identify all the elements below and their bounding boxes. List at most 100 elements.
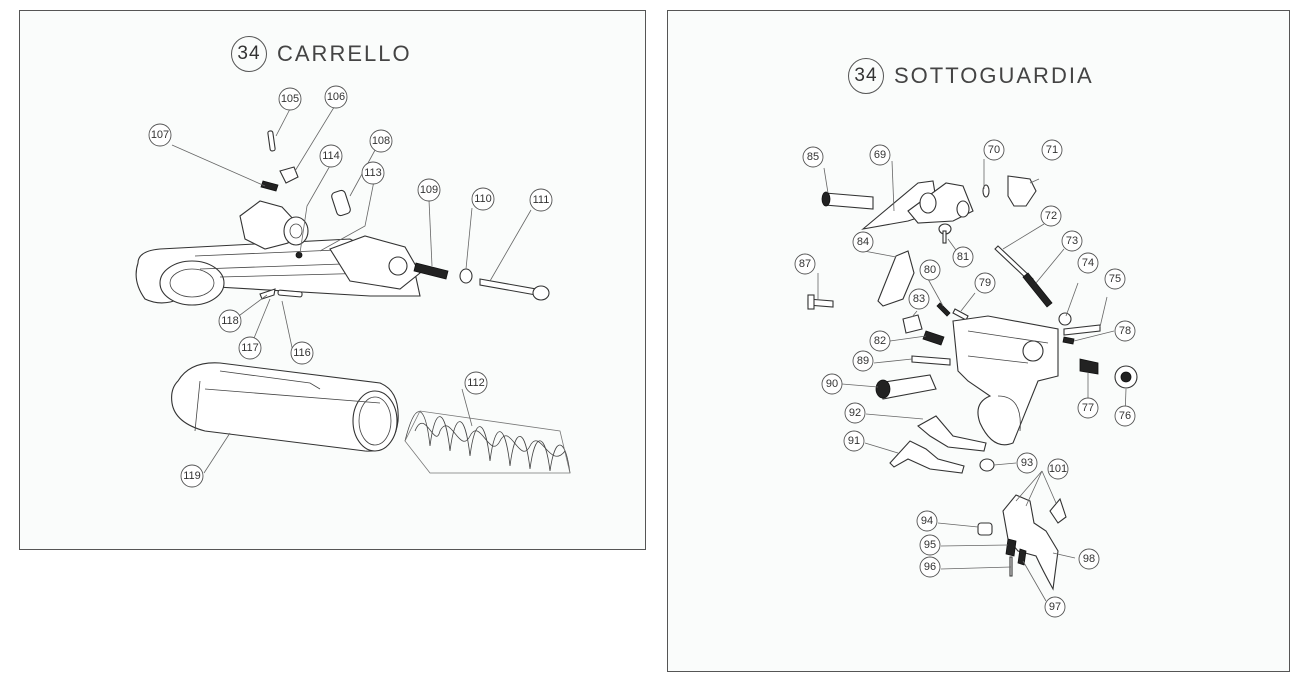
callout-85: 85 — [802, 146, 824, 168]
svg-text:78: 78 — [1119, 325, 1131, 337]
callout-74: 74 — [1077, 252, 1099, 274]
sottoguardia-diagram: 85 69 70 71 72 73 84 87 80 81 79 74 75 8… — [794, 139, 1138, 618]
callout-110: 110 — [471, 187, 495, 211]
sottoguardia-panel: 34 SOTTOGUARDIA — [667, 10, 1290, 672]
pin-89 — [911, 355, 951, 366]
callout-76: 76 — [1114, 405, 1136, 427]
callout-92: 92 — [844, 402, 866, 424]
callout-101: 101 — [1047, 458, 1069, 480]
callout-97: 97 — [1044, 596, 1066, 618]
callout-95: 95 — [919, 534, 941, 556]
slide-body — [135, 235, 421, 306]
svg-text:106: 106 — [327, 91, 345, 103]
svg-text:77: 77 — [1082, 402, 1094, 414]
washer-110 — [459, 268, 473, 284]
svg-text:70: 70 — [988, 144, 1000, 156]
pins-116-118 — [259, 288, 303, 300]
sottoguardia-title: 34 SOTTOGUARDIA — [848, 58, 1094, 94]
callout-112: 112 — [464, 371, 488, 395]
washer-93 — [979, 458, 995, 472]
spring-82 — [922, 330, 945, 346]
svg-text:98: 98 — [1083, 553, 1095, 565]
callout-113: 113 — [361, 161, 385, 185]
svg-text:89: 89 — [857, 355, 869, 367]
carrello-diagram: 105 106 107 114 108 113 109 110 111 118 … — [135, 85, 571, 488]
ring-70 — [982, 184, 990, 198]
svg-text:101: 101 — [1049, 463, 1067, 475]
lever-91 — [889, 440, 965, 474]
callout-107: 107 — [148, 123, 172, 147]
callout-77: 77 — [1077, 397, 1099, 419]
svg-text:76: 76 — [1119, 410, 1131, 422]
callout-84: 84 — [852, 231, 874, 253]
svg-text:109: 109 — [420, 184, 438, 196]
callout-82: 82 — [869, 330, 891, 352]
pin-81 — [938, 223, 952, 244]
section-badge: 34 — [231, 36, 267, 72]
svg-text:95: 95 — [924, 539, 936, 551]
svg-text:105: 105 — [281, 93, 299, 105]
svg-text:90: 90 — [826, 378, 838, 390]
svg-text:110: 110 — [474, 193, 492, 205]
pin-87 — [807, 294, 834, 310]
callout-70: 70 — [983, 139, 1005, 161]
trigger-guard-housing — [952, 315, 1059, 446]
trigger-assembly — [977, 494, 1067, 591]
svg-text:113: 113 — [364, 167, 382, 179]
washer-74 — [1058, 312, 1072, 326]
section-title: SOTTOGUARDIA — [894, 63, 1094, 88]
callout-71: 71 — [1041, 139, 1063, 161]
callout-93: 93 — [1016, 452, 1038, 474]
callout-105: 105 — [278, 87, 302, 111]
callout-89: 89 — [852, 350, 874, 372]
bracket-69 — [861, 180, 974, 230]
part-90 — [875, 374, 937, 400]
svg-text:111: 111 — [533, 194, 550, 206]
svg-text:108: 108 — [372, 135, 390, 147]
svg-text:116: 116 — [293, 347, 311, 359]
recoil-spring — [404, 410, 571, 474]
block-83 — [902, 314, 923, 334]
spring-107 — [260, 180, 279, 192]
callout-106-top: 106 — [324, 85, 348, 109]
callout-75: 75 — [1104, 268, 1126, 290]
carrello-panel: 34 CARRELLO — [19, 10, 646, 550]
carrello-title: 34 CARRELLO — [231, 36, 412, 72]
section-badge: 34 — [848, 58, 884, 94]
svg-text:94: 94 — [921, 515, 933, 527]
callout-81: 81 — [952, 246, 974, 268]
svg-text:114: 114 — [322, 150, 340, 162]
pin-114 — [295, 251, 303, 259]
svg-text:85: 85 — [807, 151, 819, 163]
lever-84 — [877, 250, 915, 307]
spring-78 — [1062, 336, 1075, 345]
svg-text:107: 107 — [151, 129, 169, 141]
callout-69: 69 — [869, 144, 891, 166]
callout-73: 73 — [1061, 230, 1083, 252]
pin-79 — [952, 308, 969, 321]
svg-text:83: 83 — [913, 293, 925, 305]
callout-109: 109 — [417, 178, 441, 202]
callout-78: 78 — [1114, 320, 1136, 342]
callout-94: 94 — [916, 510, 938, 532]
roller-108 — [331, 189, 351, 217]
callout-91: 91 — [843, 430, 865, 452]
pin-75 — [1063, 324, 1101, 336]
svg-text:92: 92 — [849, 407, 861, 419]
pin-105 — [267, 130, 276, 152]
spring-109 — [413, 262, 449, 280]
callout-119: 119 — [180, 464, 204, 488]
svg-text:69: 69 — [874, 149, 886, 161]
callout-90: 90 — [821, 373, 843, 395]
spring-80 — [936, 302, 951, 317]
lever-92 — [917, 415, 987, 452]
svg-text:117: 117 — [241, 342, 259, 354]
svg-text:91: 91 — [848, 435, 860, 447]
callout-98: 98 — [1078, 548, 1100, 570]
svg-text:93: 93 — [1021, 457, 1033, 469]
hook-71 — [1007, 175, 1037, 207]
latch-106 — [279, 166, 299, 184]
svg-text:97: 97 — [1049, 601, 1061, 613]
callout-79: 79 — [974, 272, 996, 294]
svg-text:79: 79 — [979, 277, 991, 289]
